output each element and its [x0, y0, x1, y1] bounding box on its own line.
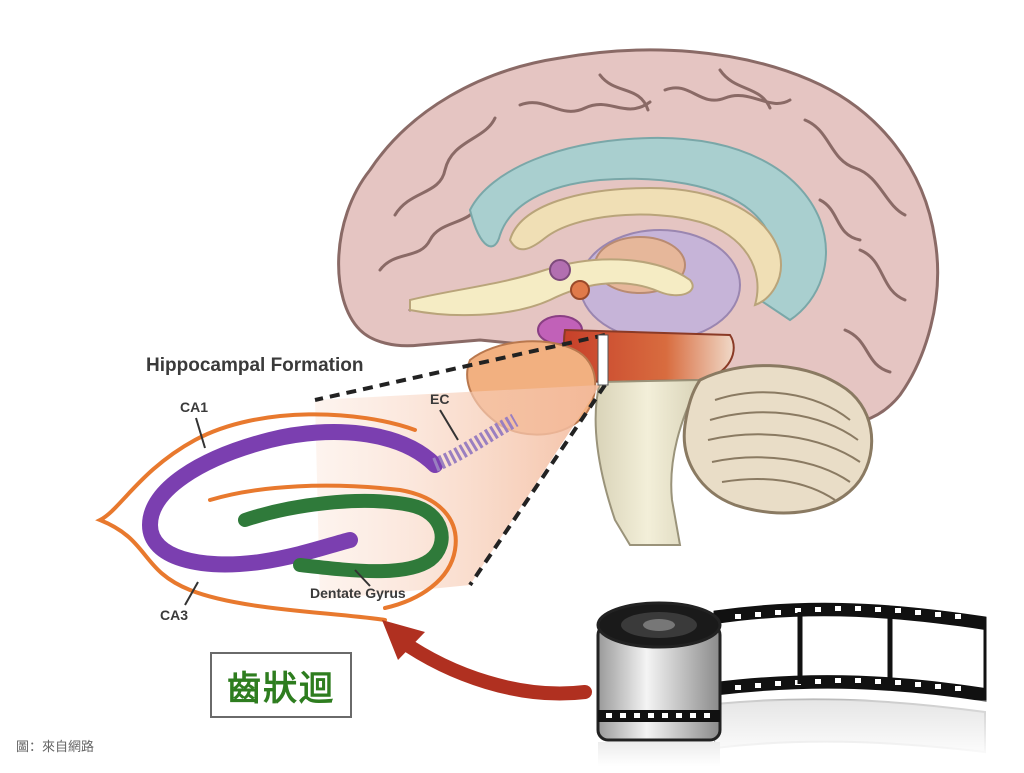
label-ca1: CA1: [180, 399, 208, 415]
label-dentate-gyrus: Dentate Gyrus: [310, 585, 406, 601]
label-ec: EC: [430, 391, 449, 407]
callout-box: 齒狀迴: [210, 652, 352, 718]
source-credit: 圖：來自網路: [16, 740, 95, 755]
ec-band: [432, 413, 519, 472]
label-ca3: CA3: [160, 607, 188, 623]
leader-lines: [184, 409, 459, 606]
zoom-line-top: [314, 333, 606, 402]
hippocampal-formation-detail: Hippocampal Formation CA1 CA3 EC Dentate…: [95, 355, 519, 623]
hippocampus-outline: [95, 412, 417, 622]
zoom-line-bottom: [468, 383, 607, 587]
corpus-callosum: [508, 186, 782, 307]
callout-label: 齒狀迴: [227, 668, 335, 709]
ca-band: [141, 424, 443, 573]
diagram-title: Hippocampal Formation: [146, 355, 363, 376]
brain-illustration: [337, 48, 940, 546]
dentate-gyrus-band: [238, 493, 449, 579]
film-strip-icon: [596, 601, 990, 766]
fornix: [409, 258, 694, 317]
brainstem: [594, 378, 702, 546]
cerebellum-folia: [707, 391, 861, 501]
cerebellum: [682, 364, 874, 515]
curved-arrow-icon: [382, 620, 592, 701]
